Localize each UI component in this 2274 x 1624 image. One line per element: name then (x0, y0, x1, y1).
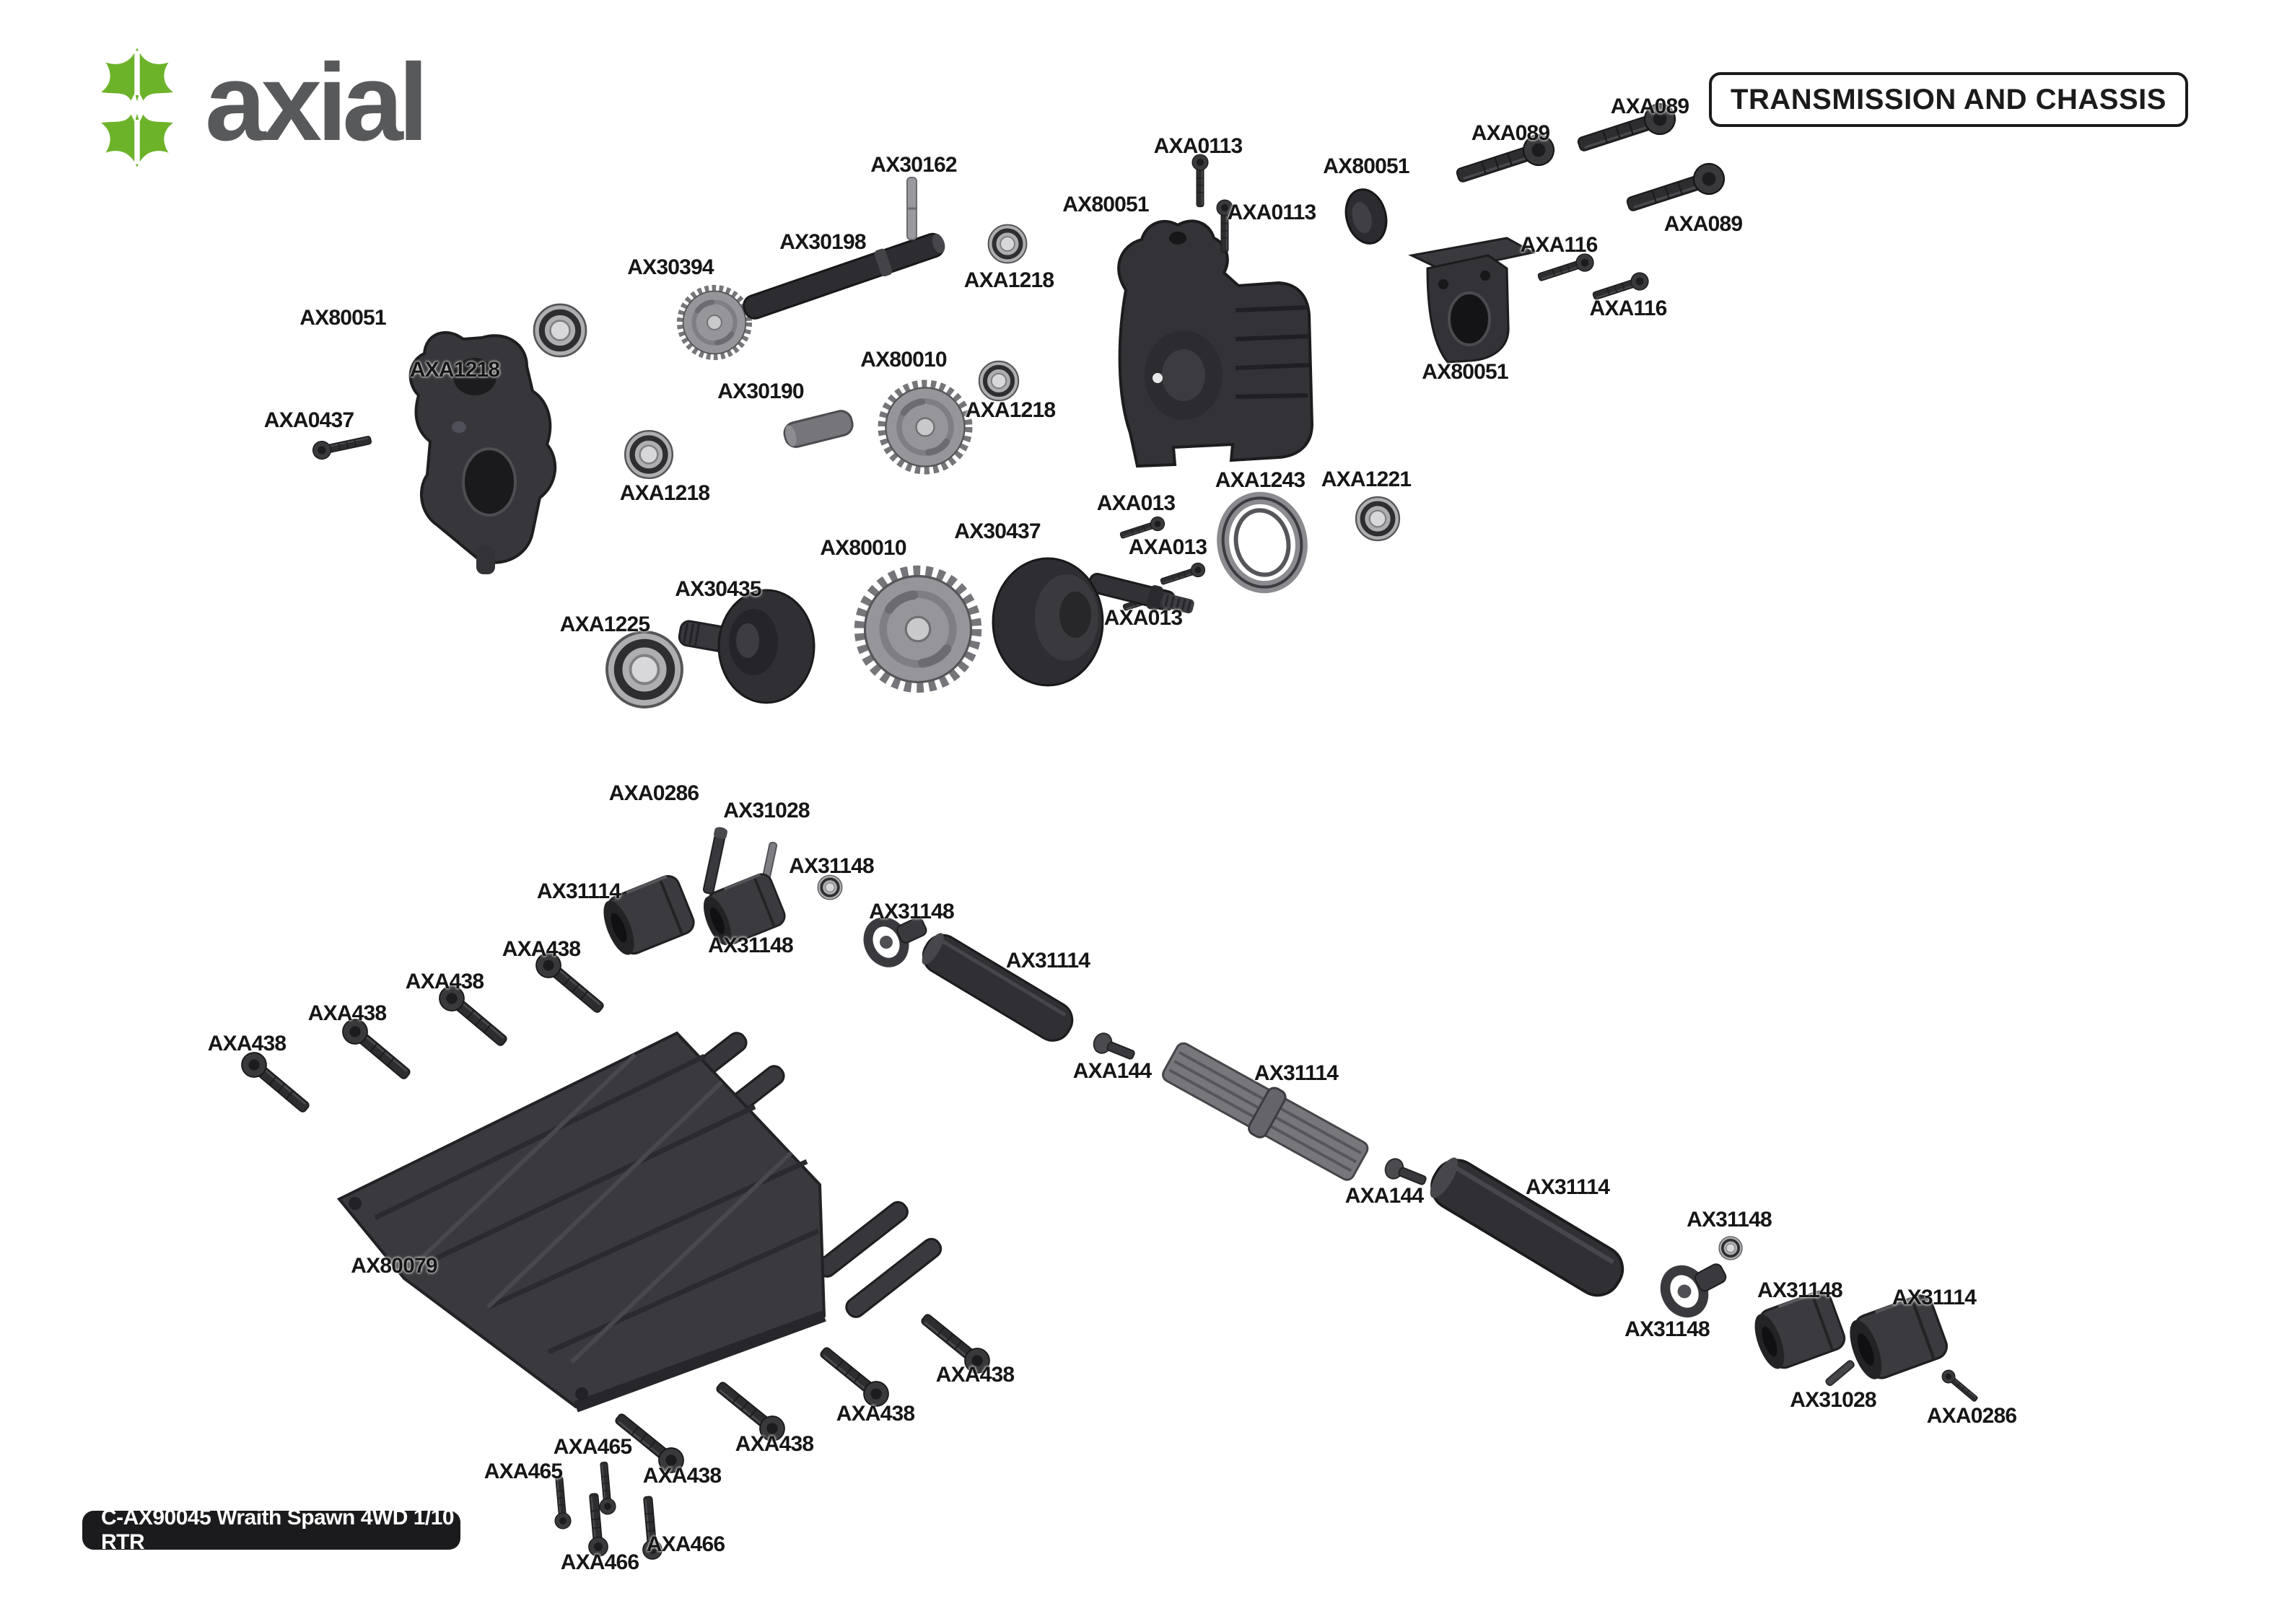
part-label: AXA144 (1072, 1059, 1152, 1083)
part-label: AXA1243 (1215, 468, 1306, 492)
part-label: AXA466 (560, 1550, 639, 1574)
part-label: AXA1218 (409, 358, 500, 382)
pin-ax30162-illustration (906, 177, 917, 240)
part-label: AXA013 (1096, 491, 1176, 515)
pin-ax31028-illustration (1825, 1360, 1855, 1387)
part-label: AX80051 (1062, 193, 1149, 216)
part-label: AXA1225 (559, 613, 650, 636)
cap-ax80051-illustration (1344, 188, 1388, 245)
part-label: AXA438 (836, 1402, 915, 1426)
part-label: AX31148 (789, 854, 875, 878)
part-label: AX80079 (351, 1254, 437, 1278)
part-label: AX30198 (779, 230, 866, 254)
part-label: AXA1218 (963, 268, 1054, 292)
part-label: AXA1221 (1321, 468, 1412, 491)
part-label: AXA116 (1520, 233, 1599, 257)
part-label: AXA438 (735, 1432, 814, 1456)
brand-logo: axial (91, 41, 429, 169)
motor-mount-illustration (1408, 237, 1536, 364)
part-label: AXA0113 (1153, 134, 1243, 158)
ring-axa1243-illustration (1217, 491, 1308, 594)
part-label: AXA438 (207, 1032, 287, 1055)
part-label: AXA438 (502, 937, 581, 961)
part-label: AX31114 (1254, 1061, 1339, 1085)
part-label: AXA116 (1589, 297, 1668, 320)
part-label: AX31028 (723, 799, 810, 822)
part-label: AX80051 (1422, 360, 1508, 384)
part-label: AXA438 (642, 1464, 722, 1488)
part-label: AXA0286 (608, 781, 699, 805)
kit-badge-label: C-AX90045 Wraith Spawn 4WD 1/10 RTR (101, 1506, 455, 1554)
part-label: AX31114 (1525, 1175, 1610, 1199)
part-label: AXA013 (1128, 535, 1207, 559)
part-label: AX31114 (536, 879, 621, 903)
part-label: AX30190 (717, 379, 804, 403)
part-label: AXA089 (1663, 212, 1743, 236)
bell-ax30437-illustration (992, 557, 1194, 687)
part-label: AXA144 (1344, 1184, 1424, 1208)
gearcase-center-illustration (1117, 219, 1314, 468)
part-label: AX31114 (1892, 1286, 1977, 1309)
kit-badge: C-AX90045 Wraith Spawn 4WD 1/10 RTR (82, 1506, 460, 1554)
sheet-title: TRANSMISSION AND CHASSIS (1731, 83, 2166, 115)
gearcase-left-illustration (408, 331, 557, 574)
part-label: AX31148 (1687, 1208, 1772, 1232)
axial-logo-icon (101, 48, 173, 167)
part-label: AXA466 (646, 1532, 725, 1556)
part-label: AX31148 (1757, 1278, 1843, 1302)
part-label: AXA465 (553, 1435, 632, 1459)
part-label: AX80051 (299, 306, 386, 330)
part-label: AX31148 (869, 900, 955, 923)
part-label: AXA0113 (1227, 201, 1317, 224)
part-label: AX30435 (675, 577, 761, 601)
shaft-ax30198-illustration (743, 232, 945, 320)
part-label: AX31028 (1790, 1388, 1876, 1412)
part-label: AX31148 (708, 934, 794, 957)
part-label: AX30394 (627, 255, 714, 279)
part-label: AXA438 (405, 970, 484, 993)
part-label: AX31114 (1005, 949, 1090, 973)
part-label: AX80010 (820, 536, 906, 560)
part-label: AXA438 (935, 1363, 1015, 1387)
skid-plate-ax80079-illustration (336, 1031, 943, 1413)
part-label: AXA465 (484, 1460, 563, 1483)
part-label: AX31148 (1624, 1317, 1710, 1341)
part-label: AXA1218 (965, 398, 1056, 422)
part-label: AXA0437 (263, 408, 354, 432)
part-label: AXA089 (1610, 95, 1689, 118)
pin-axa0286-illustration (702, 827, 728, 895)
part-label: AX30437 (954, 519, 1041, 543)
part-label: AX80010 (860, 348, 947, 372)
part-label: AX30162 (870, 153, 957, 177)
brand-wordmark: axial (205, 41, 429, 164)
part-label: AX80051 (1323, 154, 1409, 178)
part-label: AXA013 (1103, 606, 1183, 630)
sheet-title-box: TRANSMISSION AND CHASSIS (1709, 72, 2188, 127)
part-label: AXA0286 (1926, 1404, 2017, 1428)
part-label: AXA1218 (619, 481, 710, 505)
part-label: AXA438 (307, 1001, 387, 1025)
pin-ax30190-illustration (783, 410, 854, 448)
part-label: AXA089 (1471, 121, 1550, 145)
hub-ax30435-illustration (678, 589, 815, 704)
